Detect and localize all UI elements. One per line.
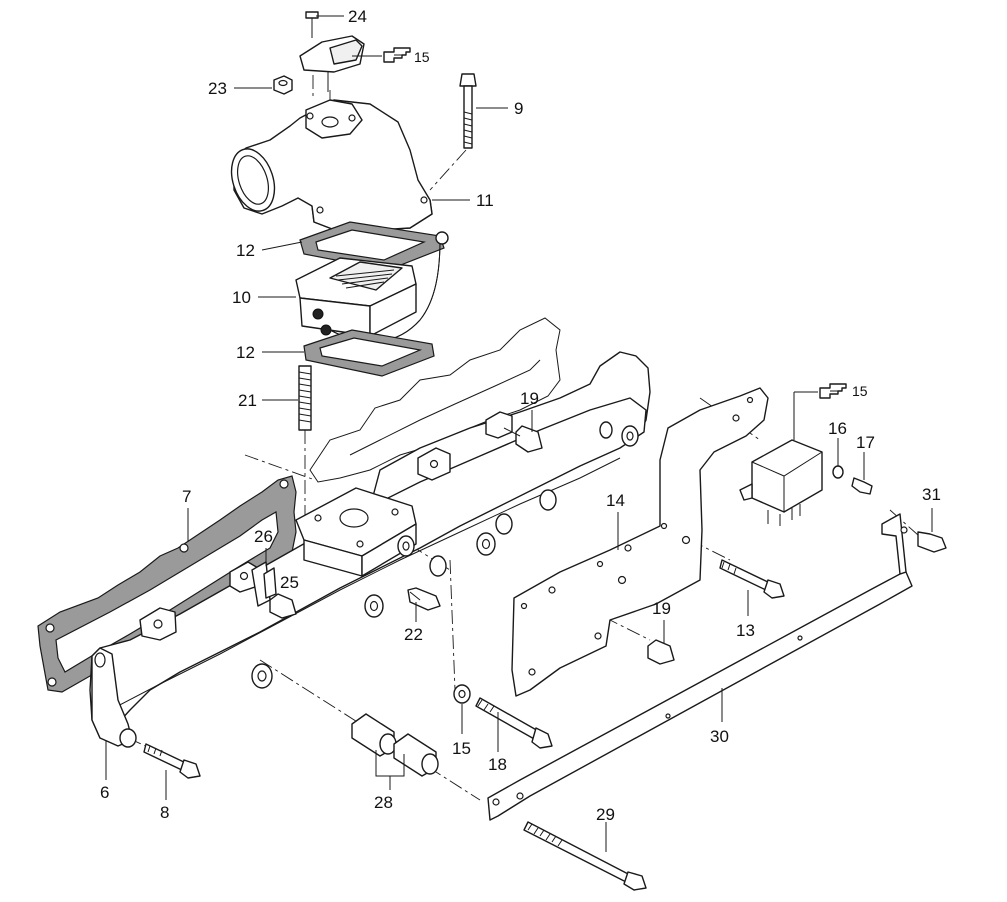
spacers-28 <box>351 713 439 777</box>
callout-26: 26 <box>254 527 273 546</box>
callout-25: 25 <box>280 573 299 592</box>
bolt-22 <box>407 587 441 611</box>
intake-manifold-6 <box>89 317 651 748</box>
bolt-9 <box>459 73 477 149</box>
gasket-12-lower <box>303 329 435 377</box>
nut-23 <box>273 75 293 95</box>
gasket-12-upper <box>299 221 445 271</box>
washer-15 <box>453 684 471 704</box>
callout-18: 18 <box>488 755 507 774</box>
callout-8: 8 <box>160 803 169 822</box>
callout-17: 17 <box>856 433 875 452</box>
bolt-18 <box>475 697 553 749</box>
callout-15-washer: 15 <box>452 739 471 758</box>
relay <box>739 439 823 526</box>
callout-24: 24 <box>348 7 367 26</box>
gasket-7 <box>37 475 297 693</box>
pointing-hand-icon <box>383 47 411 63</box>
bolt-29 <box>523 821 647 891</box>
callout-15-sensor: 15 <box>414 49 430 65</box>
clip-26 <box>251 561 277 607</box>
pointing-hand-icon <box>819 383 847 399</box>
callout-16: 16 <box>828 419 847 438</box>
bolt-17 <box>851 477 873 495</box>
bolt-25 <box>269 593 297 619</box>
bolt-13 <box>719 559 785 599</box>
bolt-19-upper <box>503 425 543 453</box>
sensor-assembly <box>299 11 365 92</box>
support-bar-30 <box>487 513 913 821</box>
callout-19-upper: 19 <box>520 389 539 408</box>
callout-31: 31 <box>922 485 941 504</box>
bolt-19-lower <box>647 639 675 665</box>
bolt-31 <box>917 531 947 553</box>
callout-22: 22 <box>404 625 423 644</box>
elbow-11 <box>230 99 433 233</box>
callout-6: 6 <box>100 783 109 802</box>
callout-21: 21 <box>238 391 257 410</box>
callout-11: 11 <box>476 191 494 210</box>
bracket-plate-14 <box>511 387 769 697</box>
washer-16 <box>832 465 844 479</box>
stud-21 <box>298 365 312 431</box>
callout-14: 14 <box>606 491 625 510</box>
bolt-8 <box>143 743 201 779</box>
callout-13: 13 <box>736 621 755 640</box>
callout-29: 29 <box>596 805 615 824</box>
callout-7: 7 <box>182 487 191 506</box>
callout-19-lower: 19 <box>652 599 671 618</box>
callout-23: 23 <box>208 79 227 98</box>
callout-15-relay: 15 <box>852 383 868 399</box>
callout-10: 10 <box>232 288 251 307</box>
callout-9: 9 <box>514 99 523 118</box>
callout-30: 30 <box>710 727 729 746</box>
callout-12-lower: 12 <box>236 343 255 362</box>
callout-12-upper: 12 <box>236 241 255 260</box>
callout-labels: 24 15 23 9 11 12 10 12 21 19 15 16 17 31… <box>100 7 941 824</box>
callout-28: 28 <box>374 793 393 812</box>
leader-lines <box>105 15 933 852</box>
